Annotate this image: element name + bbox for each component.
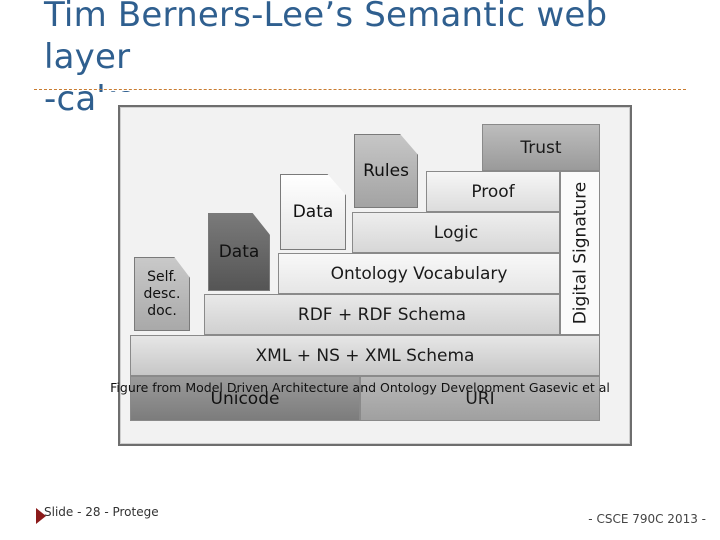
layer-logic: Logic	[352, 212, 560, 253]
footer-arrow-icon	[36, 508, 46, 524]
layer-digital-signature: Digital Signature	[560, 171, 600, 335]
layer-uri: URI	[360, 376, 600, 421]
document-self-desc-doc: Self. desc. doc.	[134, 257, 190, 331]
layer-proof: Proof	[426, 171, 560, 212]
slide-title-line-1: Tim Berners-Lee’s Semantic web layer	[44, 0, 608, 77]
document-data-dark-label: Data	[218, 242, 260, 262]
document-data-dark: Data	[208, 213, 270, 291]
document-rules-label: Rules	[363, 161, 409, 181]
layer-proof-label: Proof	[471, 181, 515, 202]
layer-rdf-label: RDF + RDF Schema	[297, 304, 467, 325]
title-divider	[34, 89, 686, 90]
layer-logic-label: Logic	[433, 222, 479, 243]
document-data-light: Data	[280, 174, 346, 250]
footer-course-label: - CSCE 790C 2013 -	[588, 512, 706, 526]
layer-ontology: Ontology Vocabulary	[278, 253, 560, 294]
figure-caption: Figure from Model Driven Architecture an…	[110, 380, 610, 395]
document-data-light-label: Data	[292, 202, 334, 222]
layer-digital-signature-label: Digital Signature	[570, 181, 590, 325]
semantic-web-layer-cake-diagram: Unicode URI XML + NS + XML Schema RDF + …	[118, 105, 632, 446]
layer-uri-label: URI	[465, 388, 495, 409]
slide-title: Tim Berners-Lee’s Semantic web layer -ca…	[44, 0, 704, 120]
layer-ontology-label: Ontology Vocabulary	[330, 263, 508, 284]
document-rules: Rules	[354, 134, 418, 208]
document-self-desc-doc-label: Self. desc. doc.	[143, 268, 181, 319]
layer-xml-label: XML + NS + XML Schema	[255, 345, 475, 366]
layer-trust: Trust	[482, 124, 600, 171]
layer-unicode: Unicode	[130, 376, 360, 421]
layer-rdf: RDF + RDF Schema	[204, 294, 560, 335]
layer-unicode-label: Unicode	[210, 388, 280, 409]
footer-slide-label: Slide - 28 - Protege	[44, 505, 159, 519]
figure-frame: Unicode URI XML + NS + XML Schema RDF + …	[96, 92, 672, 480]
layer-xml: XML + NS + XML Schema	[130, 335, 600, 376]
layer-trust-label: Trust	[520, 137, 562, 158]
